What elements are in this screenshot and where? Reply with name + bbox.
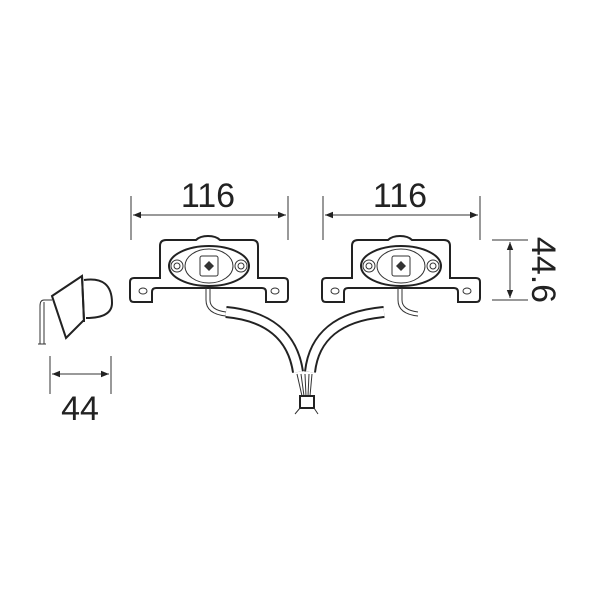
right-bracket-lamp <box>321 235 481 317</box>
left-bracket-lamp <box>129 235 289 317</box>
dimension-label: 44 <box>61 390 99 428</box>
dimension-side-depth: 44 <box>49 356 112 428</box>
side-view-lamp <box>38 274 114 345</box>
cable-harness <box>225 306 385 415</box>
dimension-height: 44.6 <box>492 237 562 303</box>
dimension-right-width: 116 <box>322 177 481 240</box>
dimension-left-width: 116 <box>130 177 289 240</box>
dimension-label: 44.6 <box>524 237 562 303</box>
dimension-label: 116 <box>373 177 427 215</box>
dimension-label: 116 <box>181 177 235 215</box>
